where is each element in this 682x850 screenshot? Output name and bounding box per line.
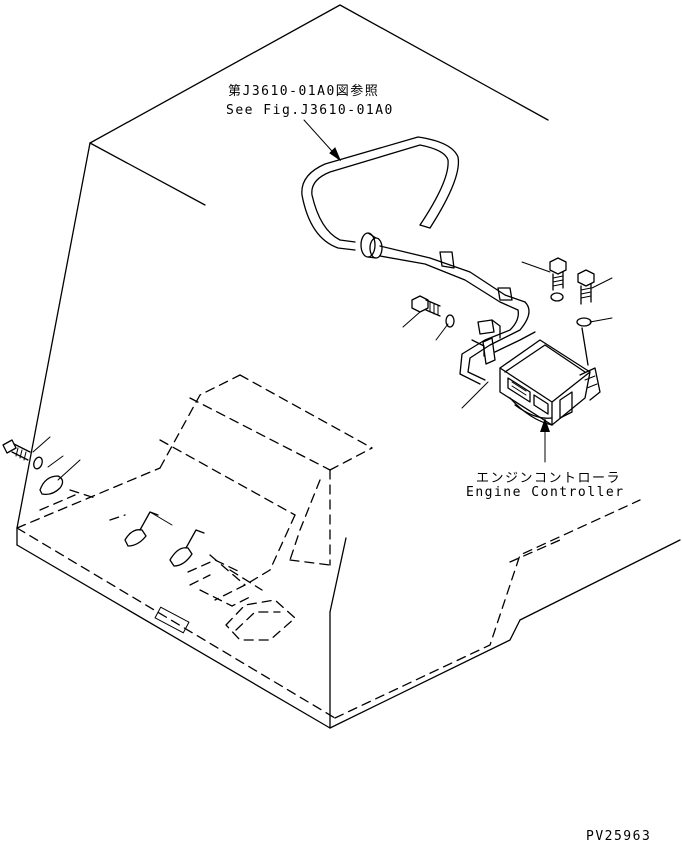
controller-bolt-right	[577, 269, 595, 305]
reference-callout-en: See Fig.J3610-01A0	[226, 103, 394, 118]
wiring-harness	[301, 136, 530, 385]
controller-pigtail	[581, 327, 589, 366]
hidden-frame-dashed	[16, 374, 641, 719]
component-callout-jp: エンジンコントローラ	[476, 471, 621, 486]
controller-washer-top	[550, 292, 564, 302]
harness-washer	[445, 314, 455, 328]
component-callout-en: Engine Controller	[466, 485, 625, 500]
drawing-number: PV25963	[586, 829, 651, 844]
left-bolt	[2, 439, 31, 461]
grommet	[360, 232, 383, 259]
engine-controller-unit	[499, 339, 601, 426]
reference-callout-jp: 第J3610-01A0図参照	[228, 83, 379, 99]
front-plate-slot	[154, 606, 190, 634]
reference-leader-arrow	[303, 119, 342, 162]
left-leader-lines	[32, 436, 81, 481]
left-washer	[33, 456, 43, 470]
left-clip	[39, 475, 64, 496]
controller-washer-right	[576, 317, 592, 327]
controller-leader-arrow	[540, 418, 550, 463]
harness-bolt	[411, 295, 441, 317]
controller-bracket	[482, 331, 536, 365]
controller-bolt-top	[549, 257, 567, 291]
harness-clip-group	[124, 511, 205, 567]
controller-leader-lines	[402, 261, 613, 409]
